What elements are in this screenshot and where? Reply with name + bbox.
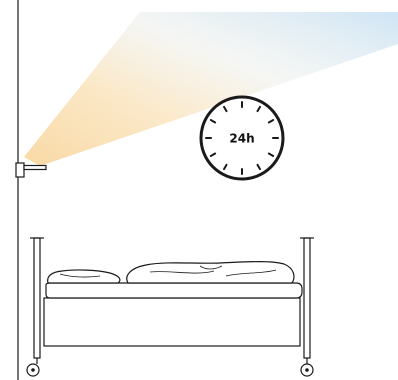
clock-label: 24h <box>229 132 254 146</box>
bed-wheel-left <box>27 358 39 376</box>
bed-headboard-post <box>34 238 40 358</box>
bed-wheel-right <box>301 358 313 376</box>
bed-footboard-post <box>304 238 310 358</box>
wall-light-icon <box>16 163 46 177</box>
bed-blanket <box>127 262 294 283</box>
hospital-bed-icon <box>27 238 314 376</box>
bed-mattress <box>46 283 302 298</box>
bed-frame <box>44 298 300 346</box>
clock-icon: 24h <box>201 97 283 179</box>
bed-pillow <box>48 270 120 283</box>
